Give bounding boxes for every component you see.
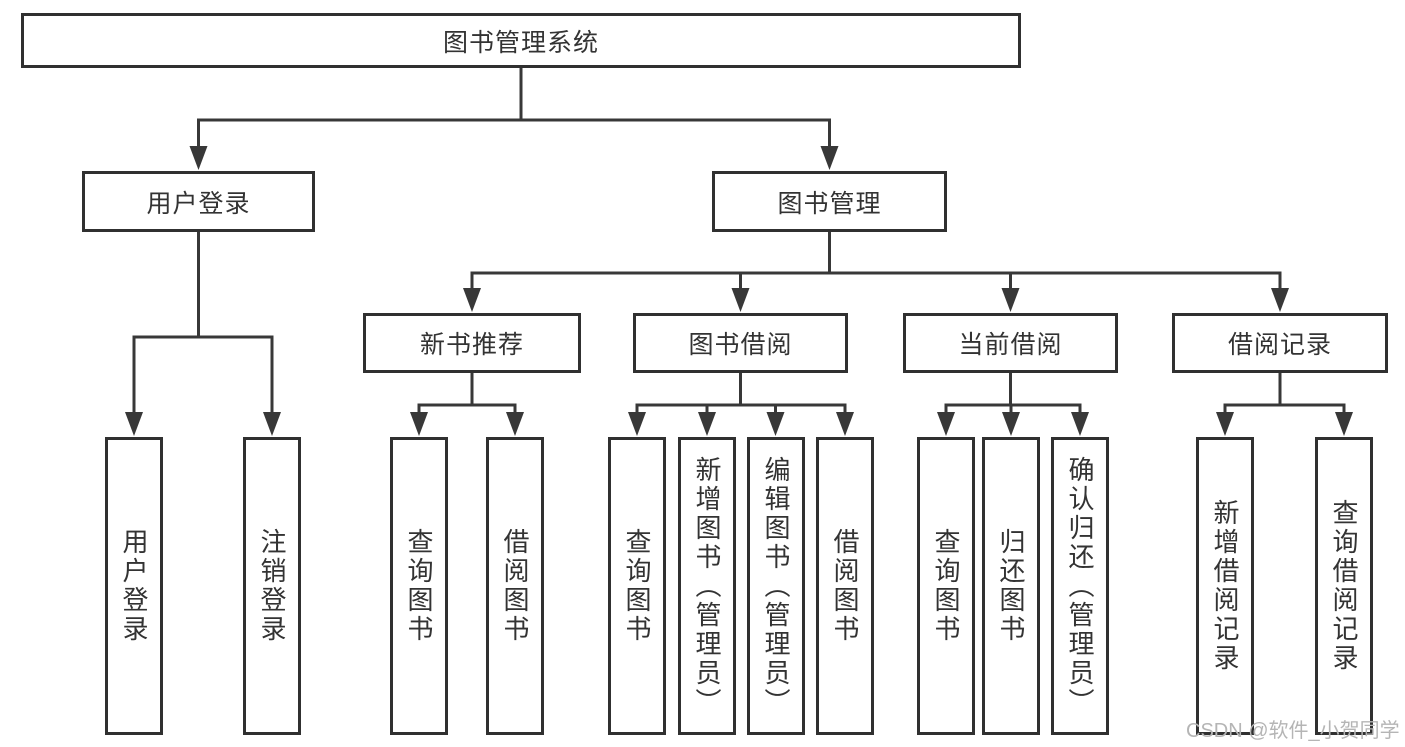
leaf-borrowing-borrow-books-label: 借阅图书 [830, 528, 860, 644]
leaf-edit-books-admin: 编辑图书（管理员） [747, 437, 805, 735]
leaf-edit-books-admin-label: 编辑图书（管理员） [761, 455, 791, 717]
node-user-login-group-label: 用户登录 [146, 189, 251, 218]
node-book-management: 图书管理 [712, 171, 947, 232]
leaf-user-login: 用户登录 [105, 437, 163, 735]
node-book-borrowing: 图书借阅 [633, 313, 848, 373]
node-borrowing-records-label: 借阅记录 [1227, 331, 1332, 359]
leaf-return-books-label: 归还图书 [996, 528, 1026, 644]
leaf-confirm-return-admin: 确认归还（管理员） [1051, 437, 1109, 735]
leaf-user-login-label: 用户登录 [119, 528, 149, 644]
leaf-current-query-books-label: 查询图书 [931, 528, 961, 644]
leaf-add-books-admin: 新增图书（管理员） [678, 437, 736, 735]
leaf-current-query-books: 查询图书 [917, 437, 975, 735]
leaf-borrowing-query-books-label: 查询图书 [622, 528, 652, 644]
node-library-system-label: 图书管理系统 [442, 28, 599, 57]
node-current-borrowing: 当前借阅 [903, 313, 1118, 373]
node-library-system: 图书管理系统 [21, 13, 1021, 68]
leaf-recommend-borrow-books: 借阅图书 [486, 437, 544, 735]
node-book-borrowing-label: 图书借阅 [688, 331, 793, 359]
leaf-return-books: 归还图书 [982, 437, 1040, 735]
node-new-book-recommend-label: 新书推荐 [419, 331, 524, 359]
leaf-add-books-admin-label: 新增图书（管理员） [692, 455, 722, 717]
leaf-add-borrow-record: 新增借阅记录 [1196, 437, 1254, 735]
leaf-query-borrow-record: 查询借阅记录 [1315, 437, 1373, 735]
node-user-login-group: 用户登录 [82, 171, 315, 232]
leaf-logout: 注销登录 [243, 437, 301, 735]
leaf-query-borrow-record-label: 查询借阅记录 [1329, 499, 1359, 673]
leaf-borrowing-borrow-books: 借阅图书 [816, 437, 874, 735]
node-book-management-label: 图书管理 [777, 189, 882, 218]
leaf-logout-label: 注销登录 [257, 528, 287, 644]
node-borrowing-records: 借阅记录 [1172, 313, 1388, 373]
node-new-book-recommend: 新书推荐 [363, 313, 581, 373]
leaf-borrowing-query-books: 查询图书 [608, 437, 666, 735]
leaf-recommend-query-books: 查询图书 [390, 437, 448, 735]
watermark: CSDN @软件_小贺同学 [1186, 720, 1400, 742]
node-current-borrowing-label: 当前借阅 [958, 331, 1063, 359]
leaf-recommend-borrow-books-label: 借阅图书 [500, 528, 530, 644]
leaf-recommend-query-books-label: 查询图书 [404, 528, 434, 644]
leaf-add-borrow-record-label: 新增借阅记录 [1210, 499, 1240, 673]
leaf-confirm-return-admin-label: 确认归还（管理员） [1065, 455, 1095, 717]
